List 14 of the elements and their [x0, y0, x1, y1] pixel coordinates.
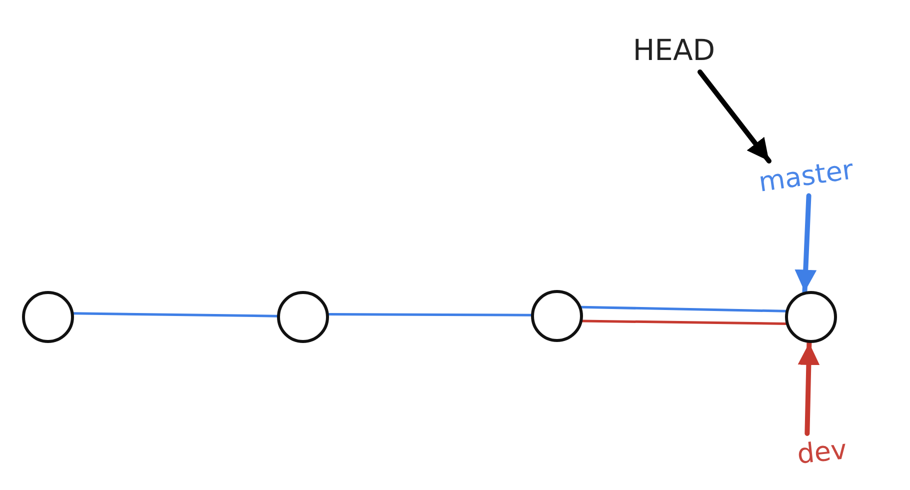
arrow — [798, 340, 820, 436]
commit-circle — [277, 291, 329, 343]
label-text: master — [750, 148, 862, 204]
arrow — [698, 70, 772, 164]
label-text: dev — [788, 428, 856, 476]
commit-circle — [22, 291, 74, 343]
label-text: HEAD — [624, 28, 724, 72]
commit-circle — [785, 291, 837, 343]
arrow — [794, 193, 817, 294]
connector-line — [580, 306, 787, 312]
connector-line — [72, 312, 278, 318]
connector-line — [581, 320, 788, 325]
commit-circle — [531, 290, 583, 342]
connector-line — [328, 313, 532, 316]
